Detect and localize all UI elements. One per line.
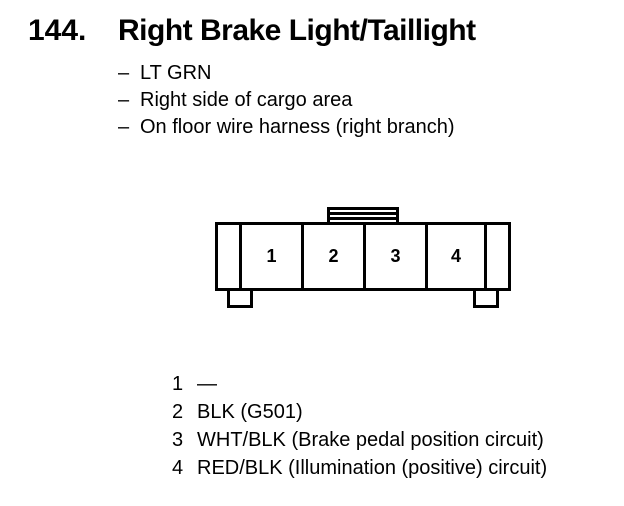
- pinout-description: BLK (G501): [197, 401, 303, 423]
- connector-mount-left: [227, 291, 253, 308]
- pinout-pin-number: 2: [172, 401, 184, 423]
- latch-ridge: [330, 217, 396, 220]
- item-number: 144.: [28, 14, 87, 47]
- pin-cavity-2: 2: [301, 225, 363, 288]
- pin-cavity-4: 4: [425, 225, 487, 288]
- latch-ridge: [330, 212, 396, 215]
- pin-cavity-1: 1: [239, 225, 301, 288]
- pinout-row: 1—: [172, 370, 624, 398]
- pinout-pin-number: 1: [172, 373, 184, 395]
- pin-cavities: 1 2 3 4: [239, 225, 487, 288]
- note-dash: –: [118, 116, 130, 138]
- pinout-row: 2 BLK (G501): [172, 398, 624, 426]
- page: 144. Right Brake Light/Taillight –LT GRN…: [28, 14, 624, 482]
- pinout-pin-number: 3: [172, 429, 184, 451]
- pinout-row: 4 RED/BLK (Illumination (positive) circui…: [172, 454, 624, 482]
- connector-diagram: 1 2 3 4: [215, 207, 511, 308]
- connector-latch-tab: [327, 207, 399, 225]
- page-title: Right Brake Light/Taillight: [118, 14, 476, 47]
- note-text: On floor wire harness (right branch): [140, 116, 455, 138]
- note-item: –LT GRN: [118, 60, 624, 87]
- pinout-description: WHT/BLK (Brake pedal position circuit): [197, 429, 544, 451]
- connector-body: 1 2 3 4: [215, 222, 511, 291]
- pinout-pin-number: 4: [172, 457, 184, 479]
- note-item: –Right side of cargo area: [118, 87, 624, 114]
- pinout-description: —: [197, 373, 217, 395]
- connector-mount-right: [473, 291, 499, 308]
- pin-cavity-3: 3: [363, 225, 425, 288]
- pinout-row: 3 WHT/BLK (Brake pedal position circuit): [172, 426, 624, 454]
- note-text: LT GRN: [140, 62, 212, 84]
- note-dash: –: [118, 89, 130, 111]
- note-dash: –: [118, 62, 130, 84]
- page-heading: 144. Right Brake Light/Taillight: [28, 14, 624, 48]
- pinout-description: RED/BLK (Illumination (positive) circuit…: [197, 457, 548, 479]
- note-text: Right side of cargo area: [140, 89, 353, 111]
- notes-list: –LT GRN –Right side of cargo area –On fl…: [118, 60, 624, 141]
- note-item: –On floor wire harness (right branch): [118, 114, 624, 141]
